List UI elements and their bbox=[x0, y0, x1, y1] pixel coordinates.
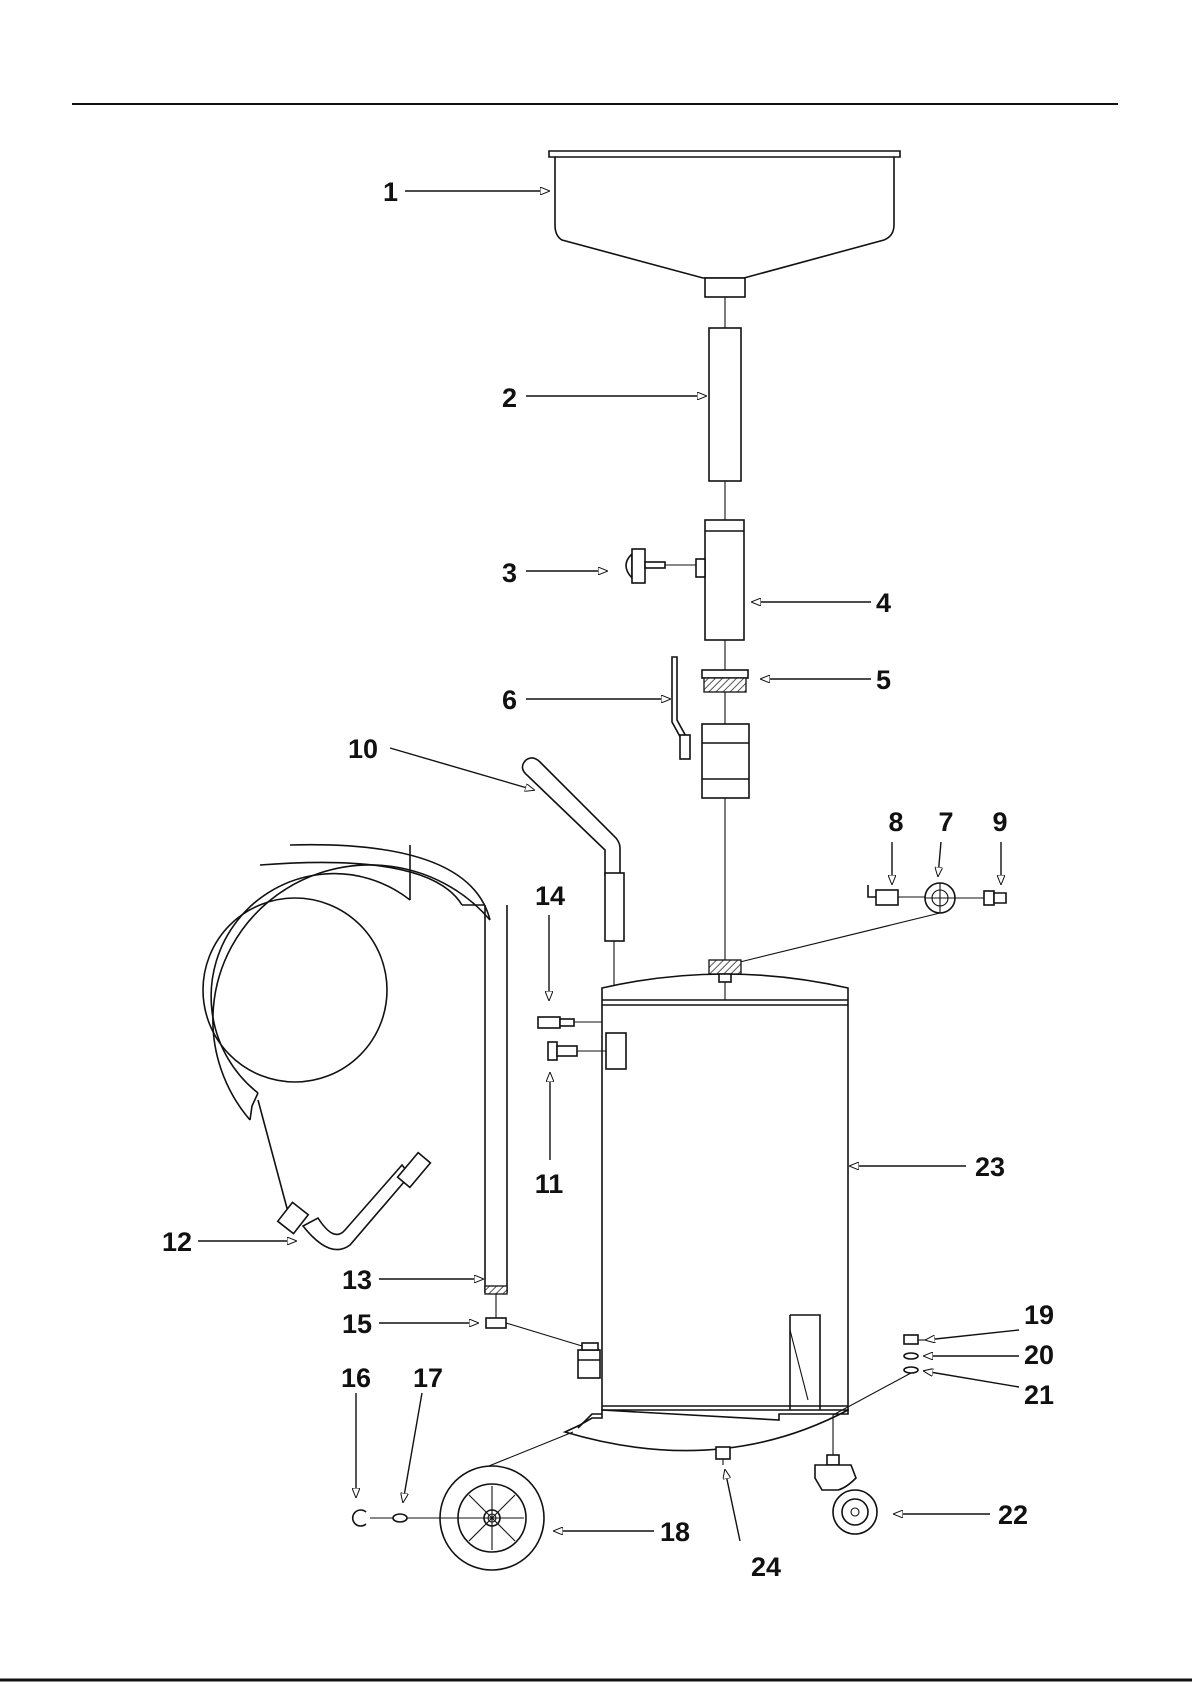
callout-2: 2 bbox=[502, 383, 517, 413]
callout-3: 3 bbox=[502, 558, 517, 588]
part-outlet-plug bbox=[486, 1318, 600, 1378]
callout-19: 19 bbox=[1024, 1300, 1054, 1330]
callout-9: 9 bbox=[992, 807, 1007, 837]
callout-15: 15 bbox=[342, 1309, 372, 1339]
callout-24: 24 bbox=[751, 1552, 781, 1582]
callout-18: 18 bbox=[660, 1517, 690, 1547]
callout-22: 22 bbox=[998, 1500, 1028, 1530]
part-gauge-assembly bbox=[740, 883, 1006, 962]
callout-21: 21 bbox=[1024, 1380, 1054, 1410]
callout-8: 8 bbox=[888, 807, 903, 837]
part-drain-funnel bbox=[549, 151, 900, 297]
part-adapter bbox=[702, 670, 748, 692]
callout-10: 10 bbox=[348, 734, 378, 764]
part-extension-tube bbox=[709, 328, 741, 481]
callout-11: 11 bbox=[535, 1169, 564, 1199]
callout-23: 23 bbox=[975, 1152, 1005, 1182]
callout-7: 7 bbox=[938, 807, 953, 837]
callout-14: 14 bbox=[535, 881, 565, 911]
callout-16: 16 bbox=[341, 1363, 371, 1393]
part-valve-housing bbox=[696, 520, 744, 640]
part-knob bbox=[626, 549, 696, 583]
part-wheel bbox=[353, 1432, 573, 1570]
callout-4: 4 bbox=[876, 588, 891, 618]
callout-13: 13 bbox=[342, 1265, 372, 1295]
callout-5: 5 bbox=[876, 665, 891, 695]
callout-17: 17 bbox=[413, 1363, 443, 1393]
callout-12: 12 bbox=[162, 1227, 192, 1257]
callout-20: 20 bbox=[1024, 1340, 1054, 1370]
part-handle bbox=[522, 758, 624, 1000]
part-coiled-hose bbox=[203, 845, 507, 1318]
callout-6: 6 bbox=[502, 685, 517, 715]
callout-1: 1 bbox=[383, 177, 398, 207]
